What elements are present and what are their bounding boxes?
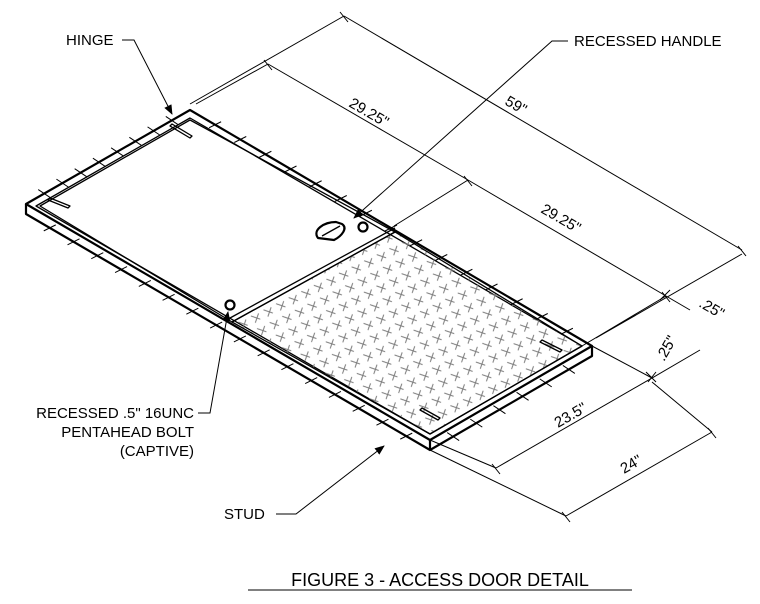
dim-line-gap xyxy=(665,295,691,311)
bolt-label-line2: PENTAHEAD BOLT xyxy=(61,424,194,441)
stud-mark xyxy=(147,126,160,136)
stud-mark xyxy=(485,283,498,291)
stud-mark xyxy=(376,418,389,426)
stud-mark xyxy=(56,178,69,188)
stud-mark xyxy=(281,363,294,371)
dim-text-upper-panel: 29.25" xyxy=(346,95,392,131)
stud-mark xyxy=(186,307,199,315)
recessed-handle-icon xyxy=(315,220,346,242)
stud-mark xyxy=(43,224,56,232)
stud-mark xyxy=(110,147,124,157)
dim-text-gap-upper: .25" xyxy=(696,295,727,323)
stud-mark xyxy=(67,238,80,246)
frame-front-edge xyxy=(24,204,432,452)
leader-lines xyxy=(122,39,568,515)
recessed-handle-label: RECESSED HANDLE xyxy=(574,33,722,50)
stud-mark xyxy=(304,377,318,385)
stud-mark xyxy=(460,268,473,276)
stud-mark xyxy=(91,252,104,260)
stud-mark xyxy=(384,224,398,232)
hinge-slot-left xyxy=(47,197,71,209)
hinge-slot xyxy=(169,123,193,139)
stud-mark xyxy=(165,116,179,125)
dim-line-upper-panel xyxy=(267,63,469,181)
bolt-icon-upper xyxy=(357,221,369,233)
stud-mark xyxy=(162,293,175,301)
dim-line-overall xyxy=(343,15,743,251)
stud-mark xyxy=(409,239,423,247)
stud-mark xyxy=(257,349,270,357)
stud-mark xyxy=(309,180,322,188)
lower-door-panel xyxy=(229,227,583,435)
stud-mark xyxy=(535,313,548,320)
stud-mark xyxy=(259,150,272,158)
dim-text-overall: 59" xyxy=(502,93,530,119)
stud-mark xyxy=(446,432,460,441)
bolt-label-line3: (CAPTIVE) xyxy=(120,443,194,460)
stud-mark xyxy=(114,266,128,273)
dim-text-lower-panel: 29.25" xyxy=(538,201,584,237)
stud-mark xyxy=(562,365,576,374)
dim-line-outer-width xyxy=(565,431,713,517)
hinge-label: HINGE xyxy=(66,32,114,49)
slot-mark-bottom xyxy=(419,407,441,421)
dim-text-outer-width: 24" xyxy=(618,452,646,478)
stud-mark xyxy=(138,279,152,287)
stud-marks xyxy=(37,116,576,441)
figure-caption: FIGURE 3 - ACCESS DOOR DETAIL xyxy=(291,570,589,590)
stud-mark xyxy=(560,327,574,335)
hinge-leader xyxy=(122,39,173,115)
stud-mark xyxy=(352,404,365,412)
panel-seam xyxy=(229,227,396,319)
frame-right-edge xyxy=(429,346,594,451)
stud-mark xyxy=(516,391,529,401)
stud-mark xyxy=(510,298,523,306)
bolt-leader xyxy=(198,311,231,414)
bolt-label-line1: RECESSED .5" 16UNC xyxy=(36,405,194,422)
stud-mark xyxy=(92,157,106,167)
stud-leader xyxy=(276,445,385,515)
stud-mark xyxy=(37,189,51,198)
dim-line-lower-panel xyxy=(467,179,667,297)
stud-mark xyxy=(234,136,247,143)
stud-mark xyxy=(435,254,448,261)
stud-mark xyxy=(328,391,342,398)
stud-mark xyxy=(470,418,483,428)
dimension-lines xyxy=(189,11,747,523)
handle-leader xyxy=(353,40,568,219)
stud-mark xyxy=(209,321,223,329)
stud-mark xyxy=(334,195,347,202)
stud-mark xyxy=(74,168,87,178)
stud-mark xyxy=(233,335,247,343)
stud-mark xyxy=(539,378,552,388)
stud-mark xyxy=(400,432,413,440)
stud-mark xyxy=(208,121,222,129)
stud-mark xyxy=(493,405,506,415)
stud-label: STUD xyxy=(224,506,265,523)
bolt-icon-lower xyxy=(224,299,236,311)
stud-mark xyxy=(129,136,142,146)
dim-text-gap-lower: .25" xyxy=(653,333,681,364)
dim-line-inner-width xyxy=(495,377,653,469)
slot-mark-right xyxy=(539,339,563,353)
dim-text-inner-width: 23.5" xyxy=(552,399,590,431)
stud-mark xyxy=(284,165,297,173)
